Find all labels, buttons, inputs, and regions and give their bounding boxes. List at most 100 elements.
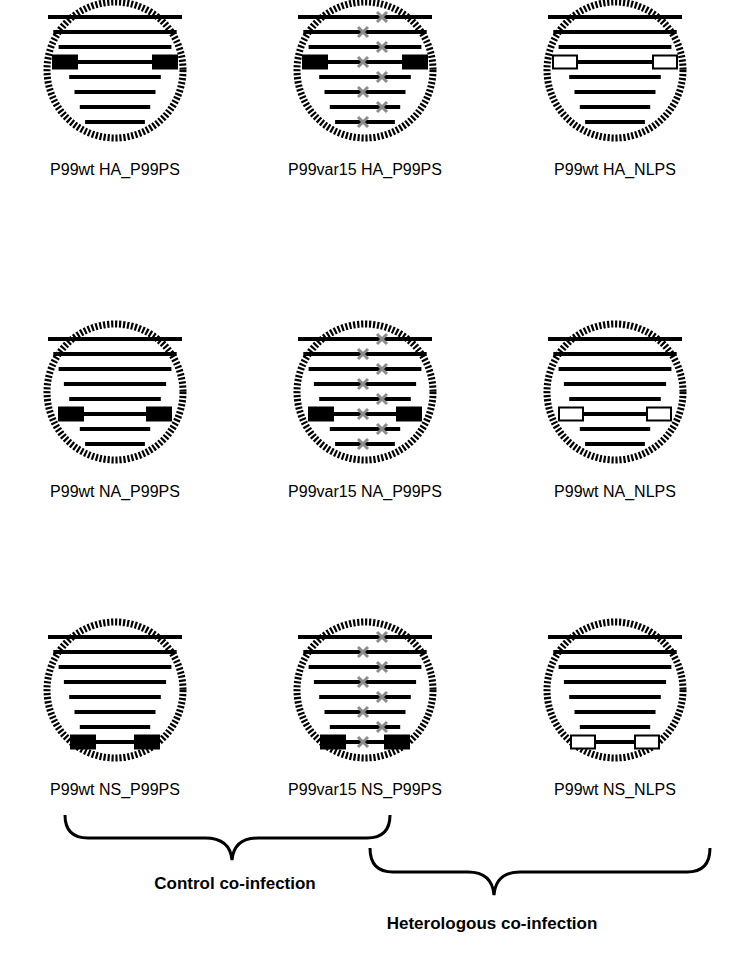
segment-line: [59, 45, 172, 49]
segment-line: [575, 90, 656, 94]
packaging-signal: [403, 56, 427, 69]
mutation-mark: [358, 27, 368, 37]
segment-line: [330, 105, 400, 109]
heterologous-bracket: [370, 848, 710, 895]
segment-line: [548, 15, 682, 19]
group-label: Heterologous co-infection: [387, 914, 598, 934]
virus-label: P99wt HA_P99PS: [0, 161, 235, 179]
segment-line: [80, 105, 150, 109]
virion-outline: [297, 622, 433, 758]
segment-line: [309, 665, 422, 669]
mutation-mark: [358, 439, 368, 449]
segment-line: [564, 680, 666, 684]
virus-label: P99var15 NS_P99PS: [245, 781, 485, 799]
packaging-signal: [135, 736, 159, 749]
virion-node: P99wt NS_P99PS: [0, 615, 235, 810]
segment-line: [53, 30, 176, 34]
segment-line: [309, 45, 422, 49]
virion-node: P99var15 NA_P99PS: [245, 317, 485, 512]
control-bracket: [65, 815, 390, 860]
segment-line: [553, 650, 676, 654]
segment-line: [298, 635, 432, 639]
mutation-mark: [377, 364, 387, 374]
segment-line: [577, 60, 653, 64]
virus-label: P99var15 HA_P99PS: [245, 161, 485, 179]
segment-line: [564, 382, 666, 386]
virion-illustration: [495, 615, 729, 765]
segment-line: [48, 337, 182, 341]
virus-label: P99wt NS_NLPS: [495, 781, 729, 799]
segment-line: [309, 367, 422, 371]
segment-line: [580, 427, 650, 431]
segment-line: [53, 650, 176, 654]
mutation-mark: [377, 722, 387, 732]
mutation-mark: [377, 662, 387, 672]
segment-line: [595, 740, 635, 744]
segment-line: [569, 75, 661, 79]
mutation-mark: [377, 102, 387, 112]
segment-line: [559, 665, 672, 669]
segment-line: [319, 695, 411, 699]
segment-line: [575, 710, 656, 714]
packaging-signal: [397, 408, 421, 421]
mutation-mark: [377, 632, 387, 642]
packaging-signal: [309, 408, 333, 421]
segment-line: [53, 352, 176, 356]
virion-outline: [47, 324, 183, 460]
virus-label: P99wt NA_NLPS: [495, 483, 729, 501]
packaging-signal: [559, 408, 583, 421]
segment-line: [583, 412, 647, 416]
packaging-signal: [153, 56, 177, 69]
segment-line: [298, 337, 432, 341]
virion-outline: [547, 324, 683, 460]
virion-illustration: [0, 615, 235, 765]
mutation-mark: [377, 334, 387, 344]
packaging-signal: [321, 736, 345, 749]
segment-line: [553, 30, 676, 34]
segment-line: [48, 635, 182, 639]
segment-line: [64, 382, 166, 386]
virion-node: P99wt HA_P99PS: [0, 0, 235, 190]
mutation-mark: [377, 692, 387, 702]
segment-line: [69, 695, 161, 699]
mutation-mark: [377, 72, 387, 82]
packaging-signal: [653, 56, 677, 69]
packaging-signal: [71, 736, 95, 749]
mutation-mark: [377, 12, 387, 22]
virion-node: P99wt HA_NLPS: [495, 0, 729, 190]
packaging-signal: [553, 56, 577, 69]
virus-label: P99var15 NA_P99PS: [245, 483, 485, 501]
segment-line: [85, 120, 145, 124]
segment-line: [75, 710, 156, 714]
packaging-signal: [53, 56, 77, 69]
virion-illustration: [245, 317, 485, 467]
virion-outline: [297, 2, 433, 138]
segment-line: [83, 412, 147, 416]
mutation-mark: [358, 379, 368, 389]
segment-line: [569, 695, 661, 699]
segment-line: [85, 442, 145, 446]
segment-line: [77, 60, 153, 64]
segment-line: [319, 75, 411, 79]
segment-line: [553, 352, 676, 356]
segment-line: [580, 725, 650, 729]
segment-line: [59, 665, 172, 669]
mutation-mark: [358, 737, 368, 747]
segment-line: [330, 725, 400, 729]
segment-line: [69, 75, 161, 79]
packaging-signal: [385, 736, 409, 749]
segment-line: [69, 397, 161, 401]
segment-line: [330, 427, 400, 431]
mutation-mark: [377, 424, 387, 434]
segment-line: [48, 15, 182, 19]
packaging-signal: [59, 408, 83, 421]
mutation-mark: [358, 677, 368, 687]
segment-line: [569, 397, 661, 401]
segment-line: [580, 105, 650, 109]
virion-node: P99wt NS_NLPS: [495, 615, 729, 810]
virion-illustration: [0, 317, 235, 467]
mutation-mark: [358, 87, 368, 97]
segment-line: [585, 442, 645, 446]
packaging-signal: [147, 408, 171, 421]
segment-line: [319, 397, 411, 401]
